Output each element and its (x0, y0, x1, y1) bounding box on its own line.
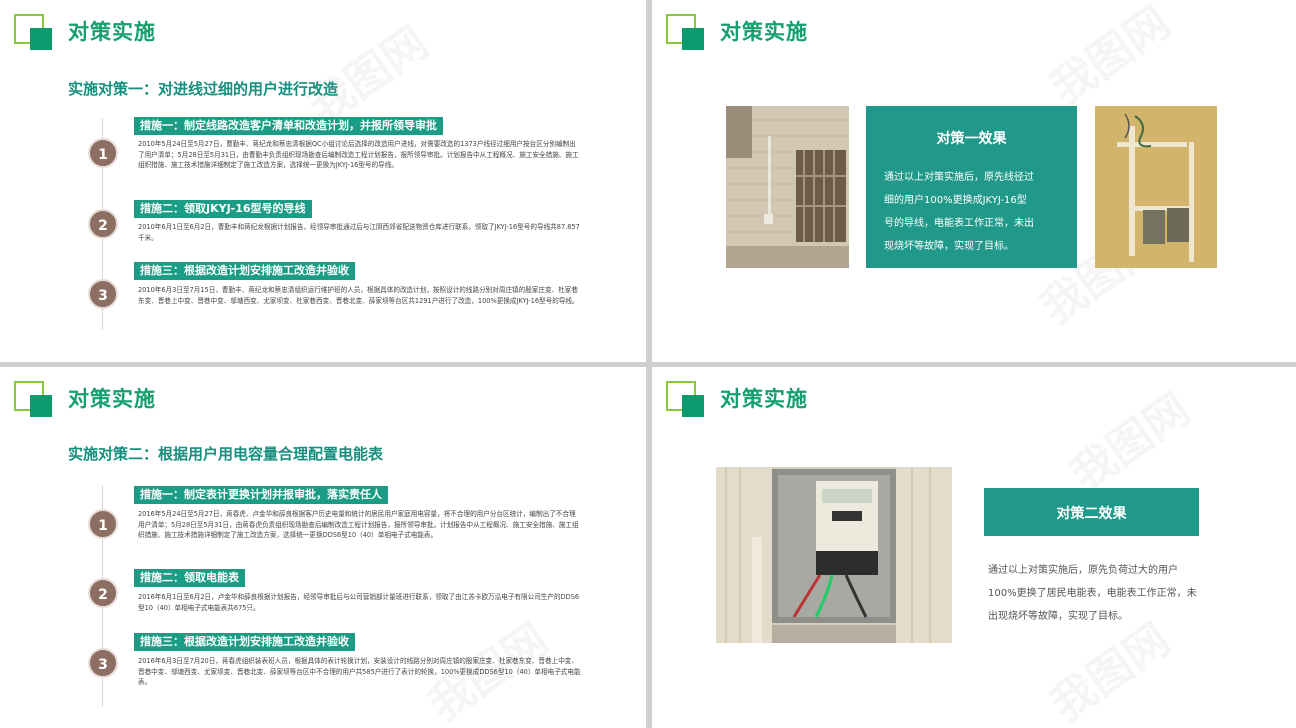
logo-icon (666, 14, 706, 54)
logo-icon (14, 381, 54, 421)
slide-bottom-left: 我图网 对策实施 实施对策二：根据用户用电容量合理配置电能表 1 措施一：制定表… (0, 367, 646, 728)
step-text: 2016年5月24日至5月27日，蒋春虎、卢金华和薛良根据客户历史电量和统计的居… (138, 510, 579, 540)
effect-line: 通过以上对策实施后，原先线径过 (884, 172, 1034, 183)
effect-line: 出现烧坏等故障，实现了目标。 (988, 611, 1128, 622)
watermark: 我图网 (1041, 0, 1180, 115)
step-text: 2010年6月1日至6月2日，曹勤丰和蒋纪龙根据计划报告，经领导审批通过后与江阴… (138, 223, 580, 242)
effect-box: 对策二效果 (984, 488, 1199, 536)
step-text: 2016年6月1日至6月2日，卢金华和薛良根据计划报告，经领导审批后与公司营销部… (138, 593, 580, 612)
logo-icon (666, 381, 706, 421)
effect-line: 细的用户100%更换成JKYJ-16型 (884, 195, 1027, 206)
slide-top-left: 我图网 对策实施 实施对策一：对进线过细的用户进行改造 1 措施一：制定线路改造… (0, 0, 646, 362)
step-tag: 措施一：制定表计更换计划并报审批，落实责任人 (134, 486, 388, 504)
effect-box: 对策一效果 通过以上对策实施后，原先线径过 细的用户100%更换成JKYJ-16… (866, 106, 1077, 268)
effect-line: 100%更换了居民电能表，电能表工作正常，未 (988, 588, 1197, 599)
step-tag: 措施三：根据改造计划安排施工改造并验收 (134, 633, 355, 651)
step-tag: 措施一：制定线路改造客户清单和改造计划，并报所领导审批 (134, 117, 443, 135)
step-number: 1 (88, 138, 118, 168)
slide-subtitle: 实施对策二：根据用户用电容量合理配置电能表 (68, 445, 384, 463)
wall-photo (726, 106, 849, 268)
step-text: 2010年6月3日至7月15日，曹勤丰、蒋纪龙和蔡忠清组织运行维护班的人员，根据… (138, 286, 579, 305)
effect-text: 通过以上对策实施后，原先线径过 细的用户100%更换成JKYJ-16型 号的导线… (884, 166, 1068, 258)
step-number: 1 (88, 509, 118, 539)
slide-title: 对策实施 (720, 20, 808, 44)
step-number: 2 (88, 578, 118, 608)
slide-title: 对策实施 (68, 387, 156, 411)
step-tag: 措施三：根据改造计划安排施工改造并验收 (134, 262, 355, 280)
effect-text: 通过以上对策实施后，原先负荷过大的用户 100%更换了居民电能表，电能表工作正常… (988, 559, 1258, 628)
step-tag: 措施二：领取JKYJ-16型号的导线 (134, 200, 312, 218)
effect-title: 对策一效果 (936, 131, 1007, 147)
step-tag: 措施二：领取电能表 (134, 569, 245, 587)
step-text: 2016年6月3日至7月20日，蒋春虎组织装表班人员，根据具体的表计轮换计划，安… (138, 657, 581, 687)
slide-bottom-right: 我图网 我图网 对策实施 对策二效果 通过以上对策实施后，原先负 (652, 367, 1296, 728)
step-text: 2010年5月24日至5月27日，曹勤丰、蒋纪龙和蔡忠清根据QC小组讨论后选择的… (138, 140, 579, 170)
step-number: 3 (88, 648, 118, 678)
watermark: 我图网 (1061, 383, 1200, 502)
effect-line: 现烧坏等故障，实现了目标。 (884, 241, 1014, 252)
step-number: 2 (88, 209, 118, 239)
meter-photo (1095, 106, 1217, 268)
effect-line: 号的导线，电能表工作正常，未出 (884, 218, 1034, 229)
slide-subtitle: 实施对策一：对进线过细的用户进行改造 (68, 80, 339, 98)
step-number: 3 (88, 279, 118, 309)
effect-line: 通过以上对策实施后，原先负荷过大的用户 (988, 565, 1178, 576)
logo-icon (14, 14, 54, 54)
slide-title: 对策实施 (68, 20, 156, 44)
effect-title: 对策二效果 (1056, 506, 1127, 522)
slide-title: 对策实施 (720, 387, 808, 411)
slide-top-right: 我图网 我图网 对策实施 对策一效果 (652, 0, 1296, 362)
electric-meter-photo (716, 467, 952, 643)
